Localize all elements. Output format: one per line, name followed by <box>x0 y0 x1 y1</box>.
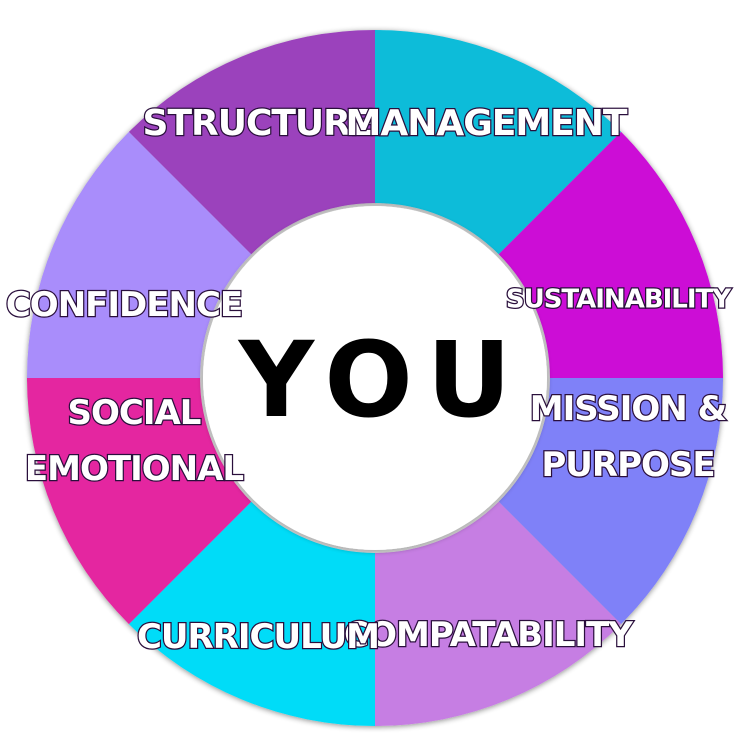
segment-label-sustainability: SUSTAINABILITY <box>506 284 732 314</box>
segment-structure <box>375 30 622 255</box>
segment-mission-purpose <box>375 501 622 726</box>
segment-label-compatability: COMPATABILITY <box>344 615 633 655</box>
segment-label-social-emotional-line-1: SOCIAL <box>68 393 201 433</box>
center-label: YOU <box>237 319 525 441</box>
segment-label-mission-purpose-line-2: PURPOSE <box>541 445 714 485</box>
segment-label-social-emotional-line-2: EMOTIONAL <box>25 449 243 489</box>
segment-curriculum <box>26 378 252 625</box>
segment-management <box>498 131 723 378</box>
segment-label-management: MANAGEMENT <box>346 103 628 144</box>
segment-compatability <box>128 501 375 726</box>
center-circle <box>203 206 547 550</box>
segment-label-mission-purpose-line-1: MISSION & <box>530 389 727 429</box>
segment-label-curriculum: CURRICULUM <box>137 617 379 657</box>
segment-social-emotional <box>27 131 252 378</box>
segment-sustainability <box>498 378 723 625</box>
segment-label-confidence: CONFIDENCE <box>6 285 242 325</box>
segment-label-structure: STRUCTURE <box>143 103 374 144</box>
segment-confidence <box>128 30 375 255</box>
segment-wedges <box>26 30 723 726</box>
